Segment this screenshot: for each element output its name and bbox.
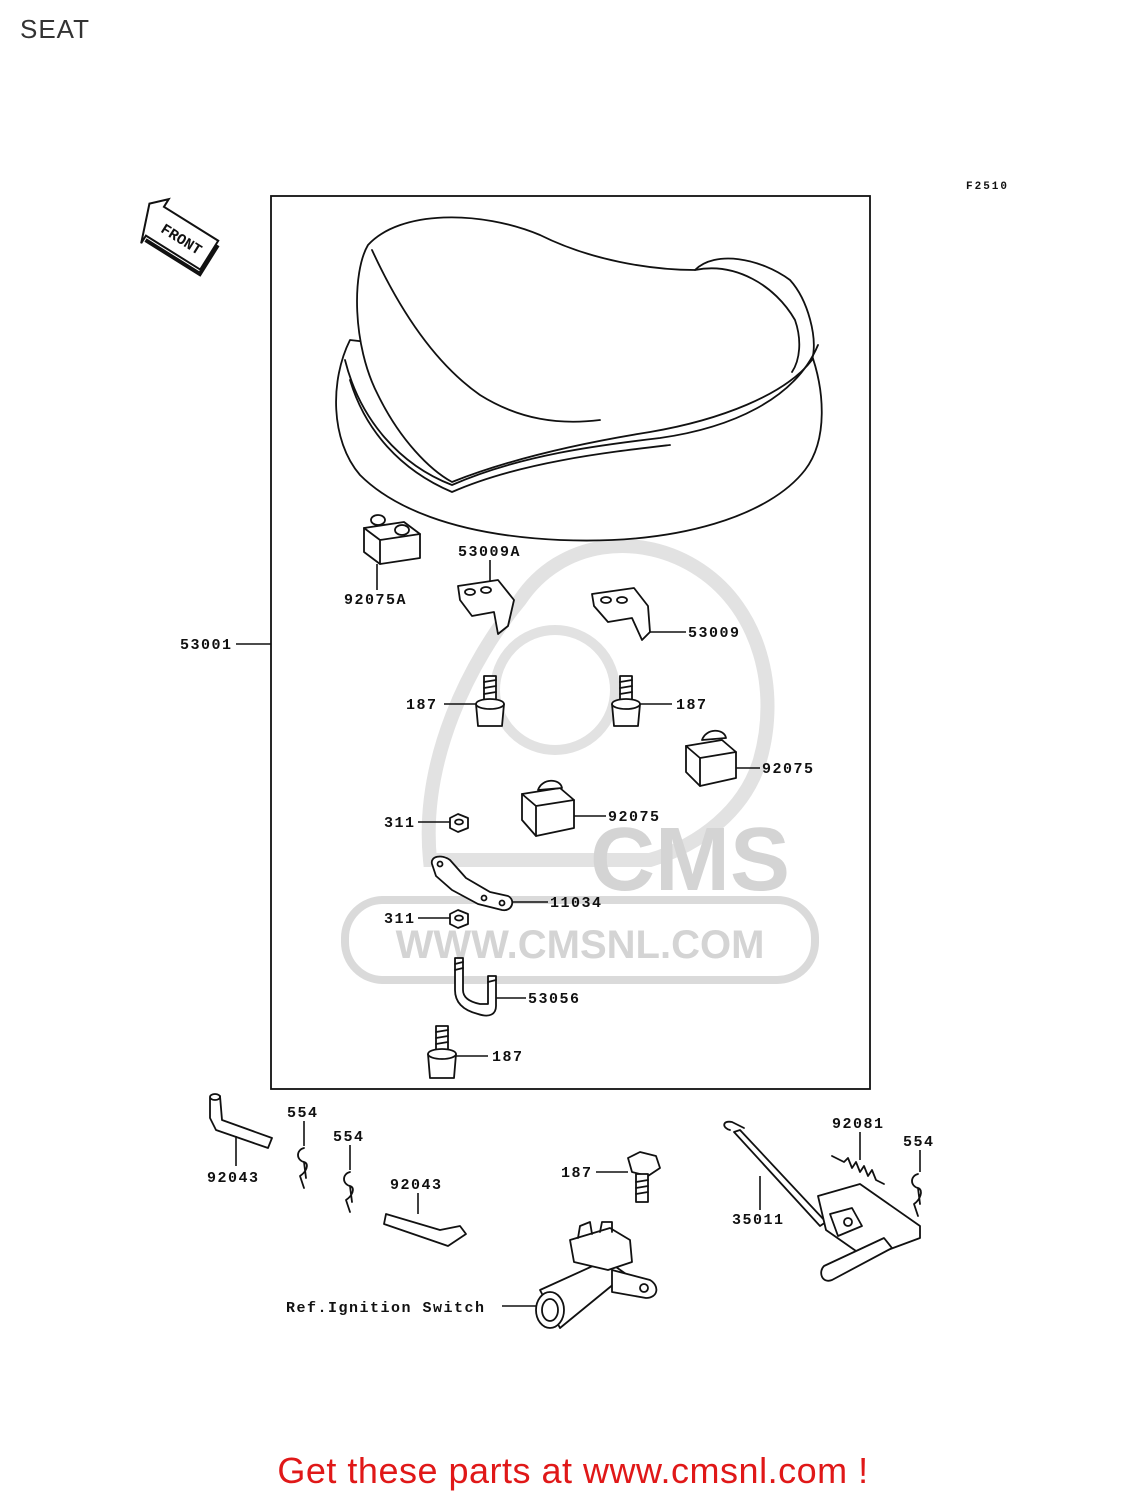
label-bolt-left: 187 — [406, 697, 438, 714]
label-spring: 92081 — [832, 1116, 885, 1133]
label-hose-center: 92043 — [390, 1177, 443, 1194]
label-nut-lower: 311 — [384, 911, 416, 928]
watermark-url: WWW.CMSNL.COM — [396, 923, 765, 967]
spring-part — [831, 1155, 885, 1185]
label-pin-right: 554 — [903, 1134, 935, 1151]
figure-code: F2510 — [966, 181, 1009, 193]
cta-link[interactable]: Get these parts at www.cmsnl.com ! — [277, 1450, 869, 1491]
hinge-a-part — [457, 579, 515, 635]
label-bolt-right: 187 — [676, 697, 708, 714]
label-hook: 53056 — [528, 991, 581, 1008]
stopper-a-part — [363, 514, 421, 565]
label-hinge: 53009 — [688, 625, 741, 642]
hinge-part — [591, 587, 651, 641]
pin-middle-part — [343, 1171, 354, 1213]
assembly-frame — [270, 195, 871, 1090]
bolt-lower-part — [427, 1025, 457, 1079]
nut-lower-part — [449, 909, 469, 929]
watermark-brand: CMS — [590, 810, 790, 910]
nut-upper-part — [449, 813, 469, 833]
bolt-lock-part — [627, 1151, 661, 1203]
label-hose-left: 92043 — [207, 1170, 260, 1187]
label-pin-middle: 554 — [333, 1129, 365, 1146]
watermark: CMS WWW.CMSNL.COM — [341, 539, 819, 984]
front-arrow-icon: FRONT — [140, 197, 220, 277]
label-nut-upper: 311 — [384, 815, 416, 832]
watermark-band — [341, 896, 819, 984]
label-cable: 35011 — [732, 1212, 785, 1229]
label-seat-assy: 53001 — [180, 637, 233, 654]
ignition-switch-part — [535, 1221, 658, 1329]
hook-part — [454, 957, 497, 1017]
label-bracket: 11034 — [550, 895, 603, 912]
seat-drawing — [335, 216, 823, 542]
hose-center-part — [383, 1213, 467, 1247]
label-bolt-lower: 187 — [492, 1049, 524, 1066]
stopper-center-part — [521, 779, 575, 837]
label-pin-upper: 554 — [287, 1105, 319, 1122]
pin-right-part — [911, 1173, 922, 1217]
label-stopper-a: 92075A — [344, 592, 407, 609]
label-stopper-right: 92075 — [762, 761, 815, 778]
hose-left-part — [209, 1093, 273, 1149]
bolt-right-part — [611, 675, 641, 727]
label-bolt-lock: 187 — [561, 1165, 593, 1182]
bolt-left-part — [475, 675, 505, 727]
pin-upper-part — [297, 1147, 308, 1189]
bracket-part — [430, 855, 514, 912]
latch-part — [817, 1183, 921, 1282]
label-stopper-center: 92075 — [608, 809, 661, 826]
page-title: SEAT — [20, 14, 90, 44]
label-hinge-a: 53009A — [458, 544, 521, 561]
stopper-right-part — [685, 729, 737, 787]
label-ignition-ref: Ref.Ignition Switch — [286, 1300, 486, 1317]
cable-part — [723, 1120, 827, 1227]
